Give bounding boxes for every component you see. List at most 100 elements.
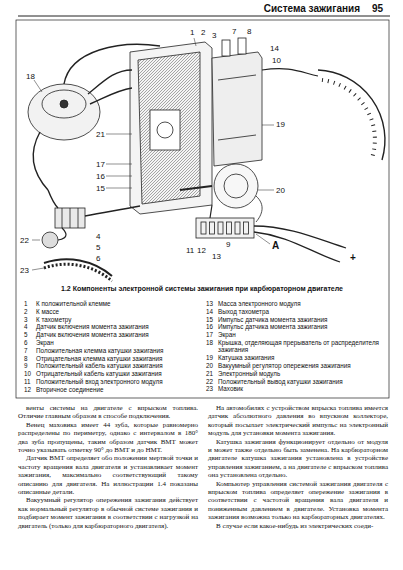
legend-text: Вторичное соединение — [36, 386, 196, 393]
callout-number: 6 — [96, 254, 100, 263]
ignition-coil — [212, 38, 262, 166]
body-paragraph: Катушка зажигания функционирует отдельно… — [208, 438, 388, 480]
legend-number: 7 — [24, 347, 28, 354]
body-paragraph: Венец маховика имеет 44 зуба, которые ра… — [18, 421, 198, 455]
legend-number: 3 — [24, 316, 28, 323]
callout-number: 5 — [96, 243, 100, 252]
legend-number: 17 — [206, 331, 213, 338]
figure-caption: 1.2 Компоненты электронной системы зажиг… — [22, 285, 382, 292]
legend-text: Экран — [218, 331, 383, 338]
legend-text: Положительный вход электронного модуля — [36, 378, 196, 385]
body-paragraph: Вакуумный регулятор опережения зажигания… — [18, 496, 198, 530]
trigger-plug — [48, 190, 140, 228]
callout-number: 2 — [201, 28, 205, 37]
connector-pin — [201, 222, 206, 234]
legend-number: 1 — [24, 300, 28, 307]
legend-number: 22 — [206, 378, 213, 385]
legend-text: К тахометру — [36, 316, 196, 323]
header-rule — [18, 16, 390, 17]
connector-pin — [210, 222, 215, 234]
callout-number: 14 — [270, 44, 279, 53]
legend-text: Вакуумный регулятор опережения зажигания — [218, 362, 383, 369]
callout-number: 15 — [96, 184, 105, 193]
legend-text: Импульс датчика момента зажигания — [218, 316, 383, 323]
callout-number: 17 — [96, 160, 105, 169]
vacuum-advance-unit — [180, 164, 262, 222]
legend-text: К положительной клемме — [36, 300, 196, 307]
legend-number: 10 — [24, 370, 31, 377]
callout-number: 8 — [247, 27, 251, 36]
legend-text: Электронный модуль — [218, 370, 383, 377]
connector-pin — [235, 222, 240, 234]
callout-number: 4 — [96, 232, 100, 241]
legend-number: 13 — [206, 300, 213, 307]
body-paragraph: В случае если какое-нибудь из электричес… — [208, 522, 388, 530]
connector-block — [196, 205, 346, 262]
callout-number: 7 — [232, 27, 236, 36]
callout-number: 3 — [212, 31, 216, 40]
callout-number: 10 — [272, 56, 281, 65]
legend-number: 12 — [24, 386, 31, 393]
figure-frame — [16, 20, 389, 398]
leader-lines — [32, 38, 274, 270]
callout-number: 9 — [226, 240, 230, 249]
legend-text: Положительный кабель катушки зажигания — [36, 362, 196, 369]
legend-text: Положительный вывод катушки зажигания — [218, 378, 383, 385]
distributor-cap — [28, 44, 160, 190]
legend-text: Выход тахометра — [218, 308, 383, 315]
legend-number: 21 — [206, 370, 213, 377]
legend-number: 15 — [206, 316, 213, 323]
body-paragraph: Датчик ВМТ определяет обо положении мерт… — [18, 454, 198, 496]
tdc-sensor — [42, 228, 112, 281]
connector-pin — [244, 222, 249, 234]
callout-number: 19 — [276, 120, 285, 129]
legend-number: 8 — [24, 355, 28, 362]
legend-text: Экран — [36, 339, 196, 346]
legend-number: 5 — [24, 331, 28, 338]
running-head: Система зажигания — [150, 3, 360, 14]
callout-number: 16 — [96, 172, 105, 181]
callout-number: 21 — [96, 130, 105, 139]
legend-number: 11 — [24, 378, 31, 385]
legend-text: Катушка зажигания — [218, 354, 383, 361]
body-paragraph: Компьютер управления системой зажигания … — [208, 480, 388, 522]
ignition-module — [130, 42, 212, 214]
page-number: 95 — [372, 3, 383, 14]
callout-number: 12 — [197, 246, 206, 255]
legend-number: 19 — [206, 354, 213, 361]
body-paragraph: На автомобилях с устройством впрыска топ… — [208, 404, 388, 438]
legend-number: 2 — [24, 308, 28, 315]
connector-pin — [227, 222, 232, 234]
connector-pin — [218, 222, 223, 234]
callout-number: 13 — [212, 252, 221, 261]
tachometer — [262, 69, 385, 160]
callout-number: 23 — [20, 266, 29, 275]
legend-text: Крышка, отделяющая прерыватель от распре… — [218, 339, 383, 354]
legend-text: Отрицательный кабель катушки зажигания — [36, 370, 196, 377]
legend-number: 20 — [206, 362, 213, 369]
polarity-sign: + — [350, 252, 356, 263]
legend-text: К массе — [36, 308, 196, 315]
legend-text: Масса электронного модуля — [218, 300, 383, 307]
callout-number: 20 — [276, 186, 285, 195]
legend-text: Датчик включения момента зажигания — [36, 323, 196, 330]
legend-text: Отрицательная клемма катушки зажигания — [36, 355, 196, 362]
legend-number: 16 — [206, 323, 213, 330]
legend-number: 9 — [24, 362, 28, 369]
legend-text: Датчик включения момента зажигания — [36, 331, 196, 338]
callout-number: 18 — [26, 72, 35, 81]
legend-number: 18 — [206, 339, 213, 346]
legend-number: 6 — [24, 339, 28, 346]
connector-letter: A — [272, 240, 279, 251]
callout-number: 11 — [186, 246, 194, 255]
legend-text: Маховик — [218, 385, 383, 392]
body-paragraph: венты системы на двигателе с впрыском то… — [18, 404, 198, 421]
legend-text: Положительная клемма катушки зажигания — [36, 347, 196, 354]
legend-number: 4 — [24, 323, 28, 330]
legend-number: 23 — [206, 385, 213, 392]
legend-number: 14 — [206, 308, 213, 315]
callout-number: 1 — [190, 28, 194, 37]
callout-number: 22 — [20, 236, 29, 245]
legend-text: Импульс датчика момента зажигания — [218, 323, 383, 330]
